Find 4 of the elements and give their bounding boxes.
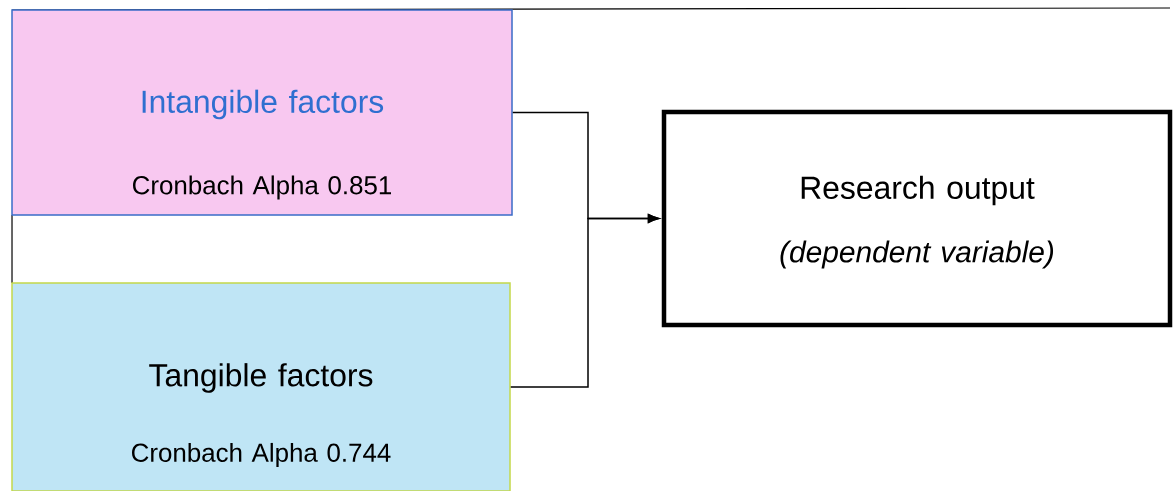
- output-box: Research output (dependent variable): [661, 109, 1173, 328]
- arrow: [510, 214, 660, 388]
- factor-box: Intangible factors Cronbach Alpha 0.851: [11, 9, 513, 216]
- factor-box: Tangible factors Cronbach Alpha 0.744: [11, 282, 511, 491]
